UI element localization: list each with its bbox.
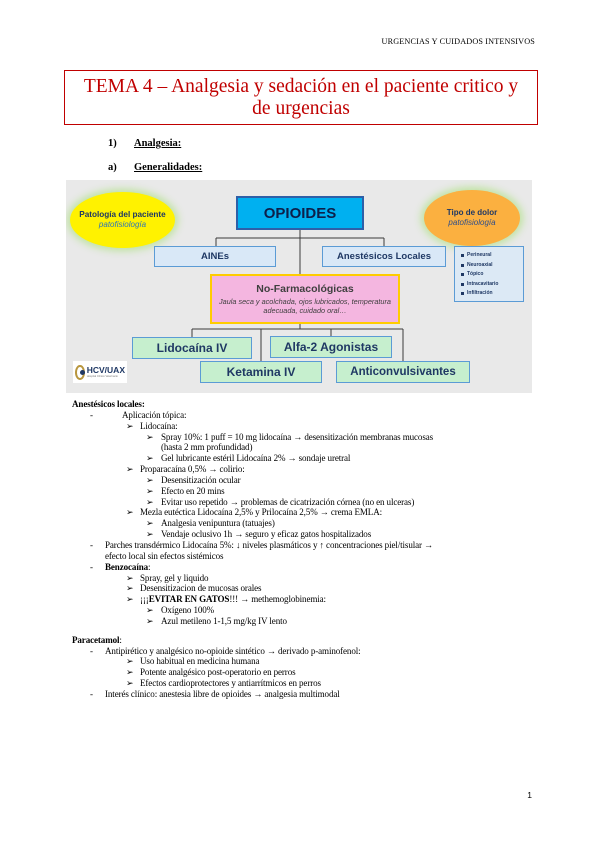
list-item: ➢Analgesia venipuntura (tatuajes) — [146, 518, 275, 529]
square-bullet-icon — [461, 292, 464, 296]
square-bullet-icon — [461, 282, 464, 286]
opioides-node: OPIOIDES — [236, 196, 364, 230]
list-item: -Parches transdérmico Lidocaína 5%: ↓ ni… — [90, 539, 433, 550]
hcv-uax-logo: HCV/UAX Hospital Clínico Veterinario — [73, 361, 127, 383]
list-item: -Benzocaína: — [90, 561, 151, 572]
section-1-heading: 1) Analgesia: — [108, 138, 181, 149]
patient-pathology-title: Patología del paciente — [79, 210, 166, 219]
anticonvulsants-node: Anticonvulsivantes — [336, 361, 470, 383]
list-item: ➢Lidocaína: — [126, 420, 178, 431]
list-item: ➢Oxígeno 100% — [146, 605, 215, 616]
list-item: ➢Proparacaína 0,5% → colirio: — [126, 464, 245, 475]
document-body: Anestésicos locales: -Aplicación tópica:… — [72, 399, 542, 700]
non-pharmacological-title: No-Farmacológicas — [256, 283, 354, 295]
list-item-continuation: (hasta 2 mm profundidad) — [161, 442, 253, 453]
list-item: ➢Azul metileno 1-1,5 mg/kg IV lento — [146, 615, 287, 626]
ketamine-iv-node: Ketamina IV — [200, 361, 322, 383]
alpha2-agonists-node: Alfa-2 Agonistas — [270, 336, 392, 358]
list-item: ➢Efectos cardioprotectores y antiarrítmi… — [126, 678, 321, 689]
list-item: -Antipirético y analgésico no-opioide si… — [90, 645, 361, 656]
list-item: ➢Spray, gel y liquido — [126, 572, 209, 583]
square-bullet-icon — [461, 263, 464, 267]
list-item: ➢Evitar uso repetido → problemas de cica… — [146, 496, 415, 507]
diagram-connectors — [191, 230, 404, 361]
square-bullet-icon — [461, 254, 464, 258]
local-anesthetics-node: Anestésicos Locales — [322, 246, 446, 267]
opioids-concept-diagram: Patología del paciente patofisiología OP… — [66, 180, 532, 393]
type-item: Neuroaxial — [461, 261, 519, 271]
page-number: 1 — [527, 790, 532, 800]
list-item: ➢Desensitizacion de mucosas orales — [126, 583, 262, 594]
university-seal-icon — [75, 364, 85, 380]
type-item: Intracavitario — [461, 280, 519, 290]
list-item: ➢Efecto en 20 mins — [146, 485, 225, 496]
aines-node: AINEs — [154, 246, 276, 267]
lidocaine-iv-node: Lidocaína IV — [132, 337, 252, 359]
list-item: -Interés clínico: anestesia libre de opi… — [90, 688, 340, 699]
section-a-label: Generalidades: — [134, 162, 203, 173]
list-item: ➢¡¡¡EVITAR EN GATOS!!! → methemoglobinem… — [126, 594, 326, 605]
paracetamol-heading: Paracetamol: — [72, 634, 122, 645]
list-item: ➢Mezla eutéctica Lidocaína 2,5% y Priloc… — [126, 507, 383, 518]
section-a-heading: a) Generalidades: — [108, 162, 202, 173]
section-a-number: a) — [108, 162, 117, 173]
list-item: ➢Spray 10%: 1 puff = 10 mg lidocaína → d… — [146, 431, 434, 442]
non-pharmacological-description: Jaula seca y acolchada, ojos lubricados,… — [219, 297, 391, 315]
list-item: ➢Uso habitual en medicina humana — [126, 656, 260, 667]
list-item: ➢Gel lubricante estéril Lidocaína 2% → s… — [146, 453, 351, 464]
document-title: TEMA 4 – Analgesia y sedación en el paci… — [64, 70, 538, 125]
section-1-number: 1) — [108, 138, 117, 149]
patient-pathology-node: Patología del paciente patofisiología — [70, 192, 175, 248]
logo-name: HCV/UAX — [86, 365, 125, 375]
local-anesthetics-heading: Anestésicos locales: — [72, 399, 145, 409]
pain-type-title: Tipo de dolor — [446, 208, 498, 217]
patient-pathology-subtitle: patofisiología — [98, 220, 147, 229]
type-item: Perineural — [461, 251, 519, 261]
running-header: URGENCIAS Y CUIDADOS INTENSIVOS — [381, 37, 535, 46]
type-item: Tópico — [461, 270, 519, 280]
logo-subtitle: Hospital Clínico Veterinario — [86, 375, 118, 378]
list-item: ➢Vendaje oclusivo 1h → seguro y eficaz g… — [146, 529, 372, 540]
non-pharmacological-node: No-Farmacológicas Jaula seca y acolchada… — [210, 274, 400, 324]
list-item: ➢Potente analgésico post-operatorio en p… — [126, 667, 296, 678]
list-item: -Aplicación tópica: — [90, 409, 187, 420]
pain-type-subtitle: patofisiología — [448, 218, 496, 227]
pain-type-node: Tipo de dolor patofisiología — [424, 190, 520, 246]
list-item: ➢Desensitización ocular — [146, 474, 241, 485]
list-item-continuation: efecto local sin efectos sistémicos — [105, 550, 224, 561]
administration-types-list: Perineural Neuroaxial Tópico Intracavita… — [454, 246, 524, 302]
section-1-label: Analgesia: — [134, 138, 182, 149]
type-item: Infiltración — [461, 289, 519, 299]
square-bullet-icon — [461, 273, 464, 277]
